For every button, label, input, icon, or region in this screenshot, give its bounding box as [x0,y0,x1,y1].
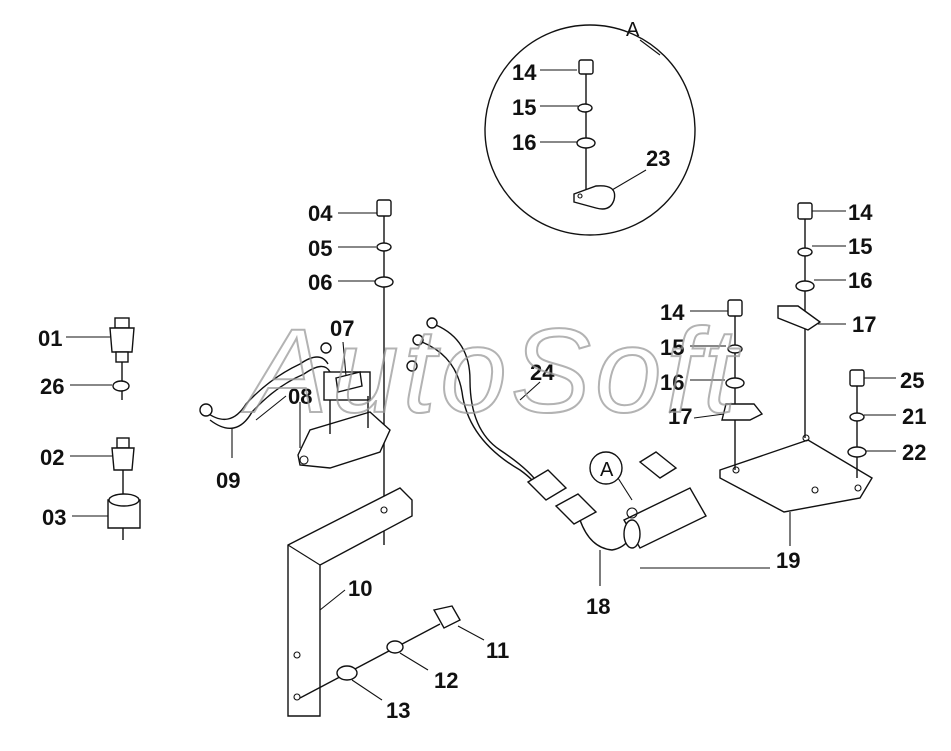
callout-17-right: 17 [852,312,876,337]
callout-05: 05 [308,236,332,261]
callout-16-right: 16 [848,268,872,293]
callout-08: 08 [288,384,312,409]
callout-26: 26 [40,374,64,399]
callout-02: 02 [40,445,64,470]
callout-18: 18 [586,594,610,619]
callout-23: 23 [646,146,670,171]
view-marker [589,451,623,485]
callout-11: 11 [486,638,509,663]
callout-17-left: 17 [668,404,692,429]
callout-15-left: 15 [660,335,684,360]
wire-harness-right: A [406,317,770,586]
relay-assembly [287,199,485,717]
callout-22: 22 [902,440,926,465]
callout-13: 13 [386,698,410,723]
watermark: AutoSoft [242,304,741,438]
detail-view-a: A [484,19,696,236]
callout-01: 01 [38,326,62,351]
mounting-plate-assembly [690,202,896,546]
callout-24: 24 [530,360,555,385]
callout-19: 19 [776,548,800,573]
callout-14-left: 14 [660,300,685,325]
callout-14-right: 14 [848,200,873,225]
callout-labels: 01 26 02 03 04 05 06 07 08 09 10 11 12 1… [38,60,926,723]
callout-12: 12 [434,668,458,693]
callout-16-detail: 16 [512,130,536,155]
callout-21: 21 [902,404,926,429]
callout-09: 09 [216,468,240,493]
sensor-group-left [66,317,141,540]
callout-25: 25 [900,368,924,393]
callout-07: 07 [330,316,354,341]
detail-label: A [626,19,640,41]
callout-15-detail: 15 [512,95,536,120]
callout-15-right: 15 [848,234,872,259]
detail-circle [484,24,696,236]
callout-06: 06 [308,270,332,295]
callout-14-detail: 14 [512,60,537,85]
callout-16-left: 16 [660,370,684,395]
callout-10: 10 [348,576,372,601]
callout-03: 03 [42,505,66,530]
wire-harness-left [199,342,332,458]
callout-04: 04 [308,201,333,226]
view-marker-label: A [600,459,614,481]
